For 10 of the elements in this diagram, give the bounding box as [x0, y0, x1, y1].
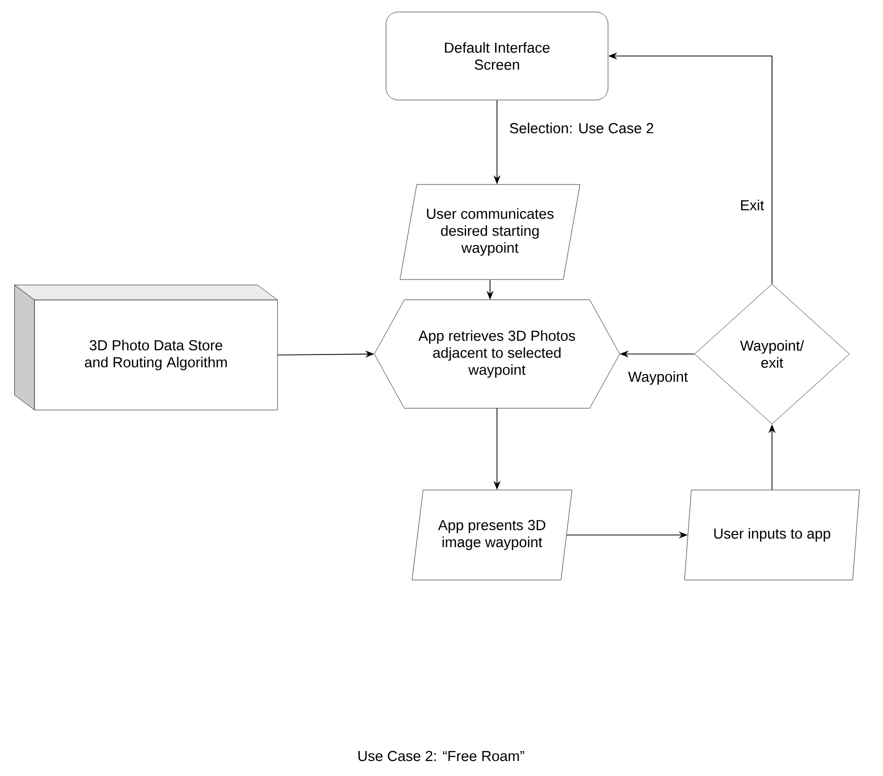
edge-label: Exit [738, 198, 766, 212]
terminal-box: Default Interface Screen [386, 12, 608, 100]
data-store-cube: 3D Photo Data Store and Routing Algorithm [14, 284, 278, 410]
input-parallelogram: User inputs to app [684, 490, 860, 580]
process-hexagon: App retrieves 3D Photos adjacent to selected waypoint [374, 300, 620, 408]
input-parallelogram: User communicates desired starting waypoint [400, 184, 580, 280]
caption: Use Case 2: “Free Roam” [358, 750, 524, 762]
edge-label: Waypoint [626, 369, 690, 387]
edge-label: Selection: Use Case 2 [507, 120, 656, 136]
input-parallelogram: App presents 3D image waypoint [412, 490, 572, 580]
